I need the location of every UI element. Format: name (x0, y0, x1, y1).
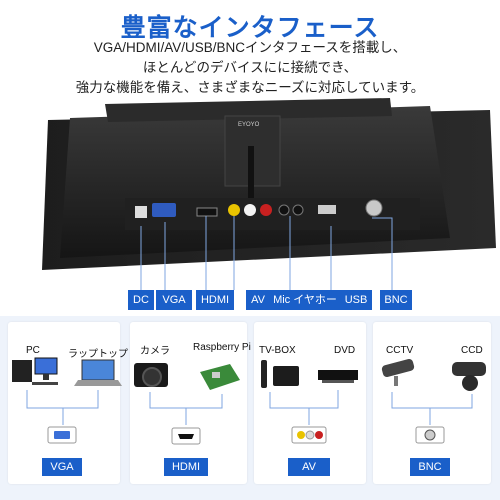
ccd-camera-icon (452, 362, 486, 391)
card-av (254, 322, 366, 484)
av-red-port-icon (260, 204, 272, 216)
port-label-hdmi: HDMI (196, 290, 234, 310)
page-title: 豊富なインタフェース (120, 14, 380, 42)
camera-icon (134, 363, 168, 387)
av-connector-icon (291, 426, 327, 444)
dvd-player-icon (318, 370, 358, 383)
device-label-laptop: ラップトップ (68, 349, 128, 360)
description: VGA/HDMI/AV/USB/BNCインタフェースを搭載し、 ほとんどのデバイ… (0, 38, 500, 98)
port-label-av: AV (246, 290, 270, 310)
device-label-pc: PC (26, 345, 40, 356)
bnc-port-icon (365, 199, 383, 217)
vga-port-icon (152, 203, 176, 217)
dc-port-icon (135, 206, 147, 218)
description-line-2: ほとんどのデバイスにに接続でき、 (142, 60, 358, 75)
brand-text: EYOYO (238, 122, 260, 128)
earphone-port-icon (292, 204, 304, 216)
port-label-vga: VGA (156, 290, 192, 310)
device-label-dvd: DVD (334, 345, 356, 356)
cctv-icon (381, 358, 415, 386)
category-label-bnc: BNC (410, 458, 450, 476)
laptop-icon (74, 359, 122, 386)
hdmi-connector-icon (171, 427, 201, 445)
description-line-3: 強力な機能を備え、さまざまなニーズに対応しています。 (75, 80, 425, 95)
tv-box-icon (261, 360, 299, 388)
raspberry-pi-icon (200, 364, 240, 390)
monitor-back-image: EYOYO (42, 98, 496, 270)
hdmi-port-icon (196, 207, 218, 217)
stand-slot (248, 146, 254, 198)
av-white-port-icon (244, 204, 256, 216)
device-label-tv-box: TV-BOX (259, 345, 296, 356)
port-label-bnc: BNC (380, 290, 412, 310)
device-label-cctv: CCTV (386, 345, 414, 356)
pc-icon (12, 357, 58, 385)
port-label-dc: DC (128, 290, 154, 310)
mic-port-icon (278, 204, 290, 216)
card-bnc (373, 322, 491, 484)
port-label-usb: USB (340, 290, 372, 310)
device-label-camera: カメラ (140, 346, 170, 357)
device-label-raspberry-pi: Raspberry Pi (193, 342, 251, 353)
device-label-ccd: CCD (461, 345, 483, 356)
category-label-vga: VGA (42, 458, 82, 476)
monitor-top (105, 98, 392, 122)
bnc-connector-icon (415, 426, 445, 444)
category-label-av: AV (288, 458, 330, 476)
category-label-hdmi: HDMI (164, 458, 208, 476)
av-yellow-port-icon (228, 204, 240, 216)
description-line-1: VGA/HDMI/AV/USB/BNCインタフェースを搭載し、 (93, 40, 407, 55)
usb-port-icon (318, 205, 336, 214)
vga-connector-icon (47, 426, 77, 444)
